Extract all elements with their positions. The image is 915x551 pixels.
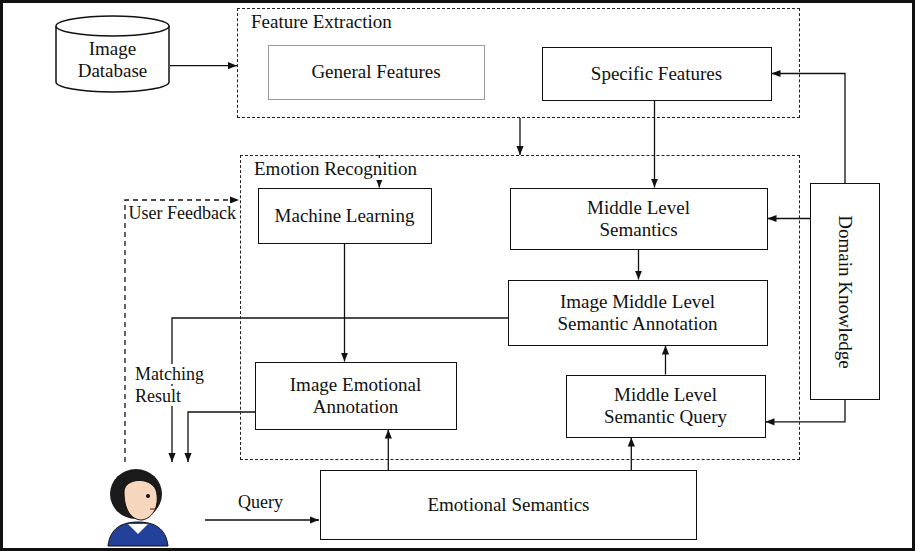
connector-arrow [766, 400, 846, 422]
node-label: Domain Knowledge [834, 215, 856, 369]
process-box: General Features [268, 45, 485, 100]
connector-arrow [519, 118, 520, 155]
process-box: Image Middle Level Semantic Annotation [508, 280, 768, 346]
node-label: Machine Learning [275, 205, 415, 227]
free-label: Query [238, 492, 283, 512]
knowledge-box: Domain Knowledge [810, 183, 880, 400]
matching-result-line [188, 412, 255, 462]
process-box: Middle Level Semantic Query [566, 375, 766, 438]
connector-arrow [772, 74, 846, 184]
free-label: Matching Result [135, 364, 204, 406]
node-label: Image Database [73, 38, 153, 82]
connector-arrow [170, 65, 237, 66]
free-label: User Feedback [129, 203, 236, 223]
process-box: Machine Learning [258, 188, 432, 244]
node-label: Emotional Semantics [427, 494, 589, 516]
query-arrow [205, 519, 319, 520]
free-label-box: User Feedback [128, 203, 236, 225]
user-feedback-line [125, 200, 239, 462]
group-heading: Emotion Recognition [251, 158, 420, 180]
process-box: Specific Features [542, 47, 772, 101]
connector-arrow [654, 101, 655, 188]
free-label-box: Query [238, 492, 318, 514]
process-box: Emotional Semantics [320, 470, 697, 540]
connector-arrow [344, 244, 345, 362]
node-label: General Features [311, 61, 440, 83]
group-region: Feature ExtractionGeneral Features Specif… [237, 8, 800, 118]
free-label-box: Matching Result [135, 364, 235, 407]
connector-arrow [638, 250, 639, 280]
connector-arrow [768, 218, 811, 219]
node-label: Middle Level Semantics [569, 197, 709, 241]
node-label: Image Middle Level Semantic Annotation [543, 291, 733, 335]
node-label: Middle Level Semantic Query [591, 384, 741, 428]
connector-arrow [388, 430, 389, 471]
node-label: Image Emotional Annotation [271, 374, 441, 418]
database-cylinder: Image Database [55, 15, 170, 93]
connector-arrow [631, 438, 632, 471]
group-heading: Feature Extraction [248, 11, 395, 33]
process-box: Image Emotional Annotation [255, 362, 457, 430]
process-box: Middle Level Semantics [510, 188, 768, 250]
group-region: Emotion RecognitionMachine LearningMiddl… [240, 155, 800, 460]
connector-arrow [665, 346, 666, 375]
node-label: Specific Features [591, 63, 722, 85]
matching-result-line [172, 318, 508, 462]
user-icon [108, 469, 168, 546]
